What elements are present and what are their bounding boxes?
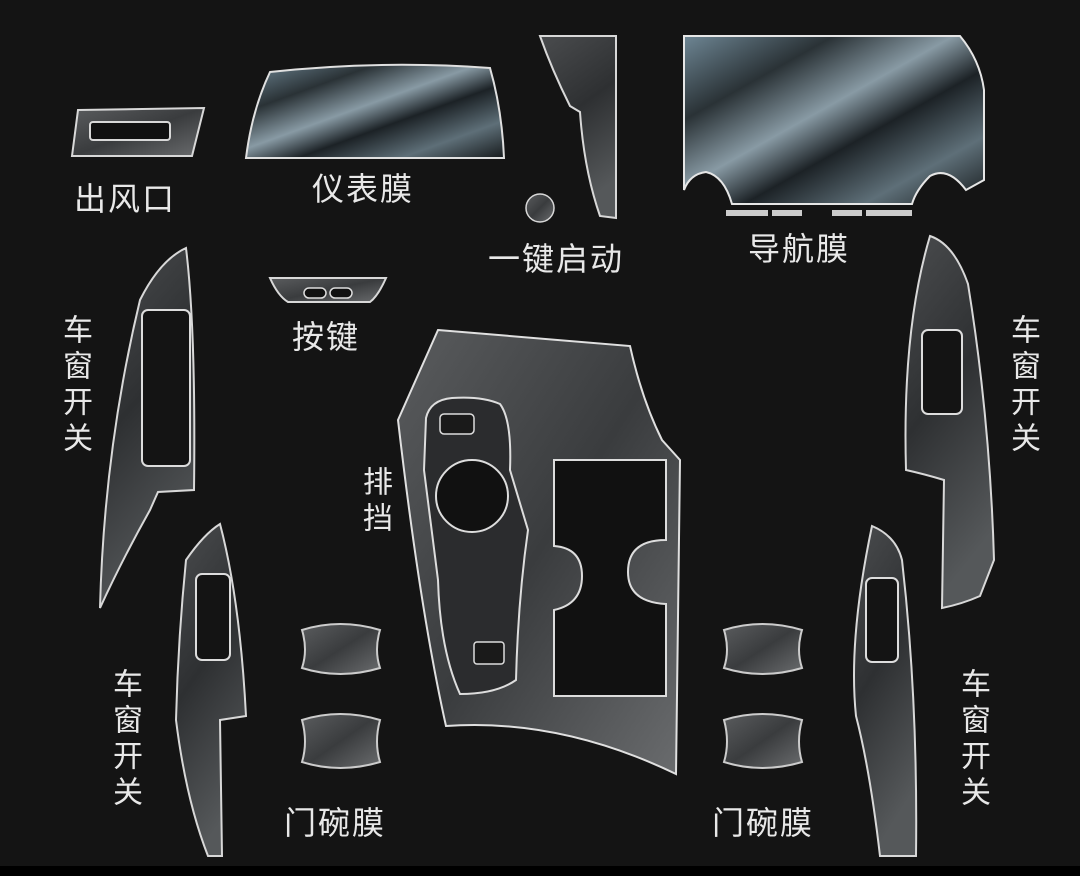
- navigation-film: [683, 35, 985, 216]
- door-bowl-film-right: [722, 623, 804, 769]
- window-switch-film-left-large: [99, 246, 196, 609]
- label-window-switch-4: 车窗开关: [955, 668, 990, 812]
- label-buttons: 按键: [292, 318, 361, 356]
- label-window-switch-2: 车窗开关: [107, 668, 142, 812]
- one-key-start-film: [525, 35, 617, 223]
- label-vent: 出风口: [74, 180, 177, 218]
- label-instrument-film: 仪表膜: [312, 170, 415, 208]
- label-gear-shift: 排挡: [357, 466, 392, 538]
- label-window-switch-3: 车窗开关: [1005, 314, 1040, 458]
- vent-film: [70, 106, 206, 157]
- label-navigation-film: 导航膜: [748, 230, 851, 268]
- door-bowl-film-left: [300, 623, 382, 769]
- label-door-bowl-film-left: 门碗膜: [284, 804, 387, 842]
- label-one-key-start: 一键启动: [488, 240, 625, 278]
- label-window-switch-1: 车窗开关: [57, 314, 92, 458]
- window-switch-film-right-small: [853, 524, 918, 857]
- window-switch-film-right-large: [904, 234, 996, 610]
- label-door-bowl-film-right: 门碗膜: [712, 804, 815, 842]
- bottom-bar: [0, 866, 1080, 876]
- instrument-film: [244, 63, 506, 159]
- buttons-film: [268, 277, 388, 303]
- gear-shift-film: [396, 328, 682, 776]
- window-switch-film-left-small: [174, 522, 248, 857]
